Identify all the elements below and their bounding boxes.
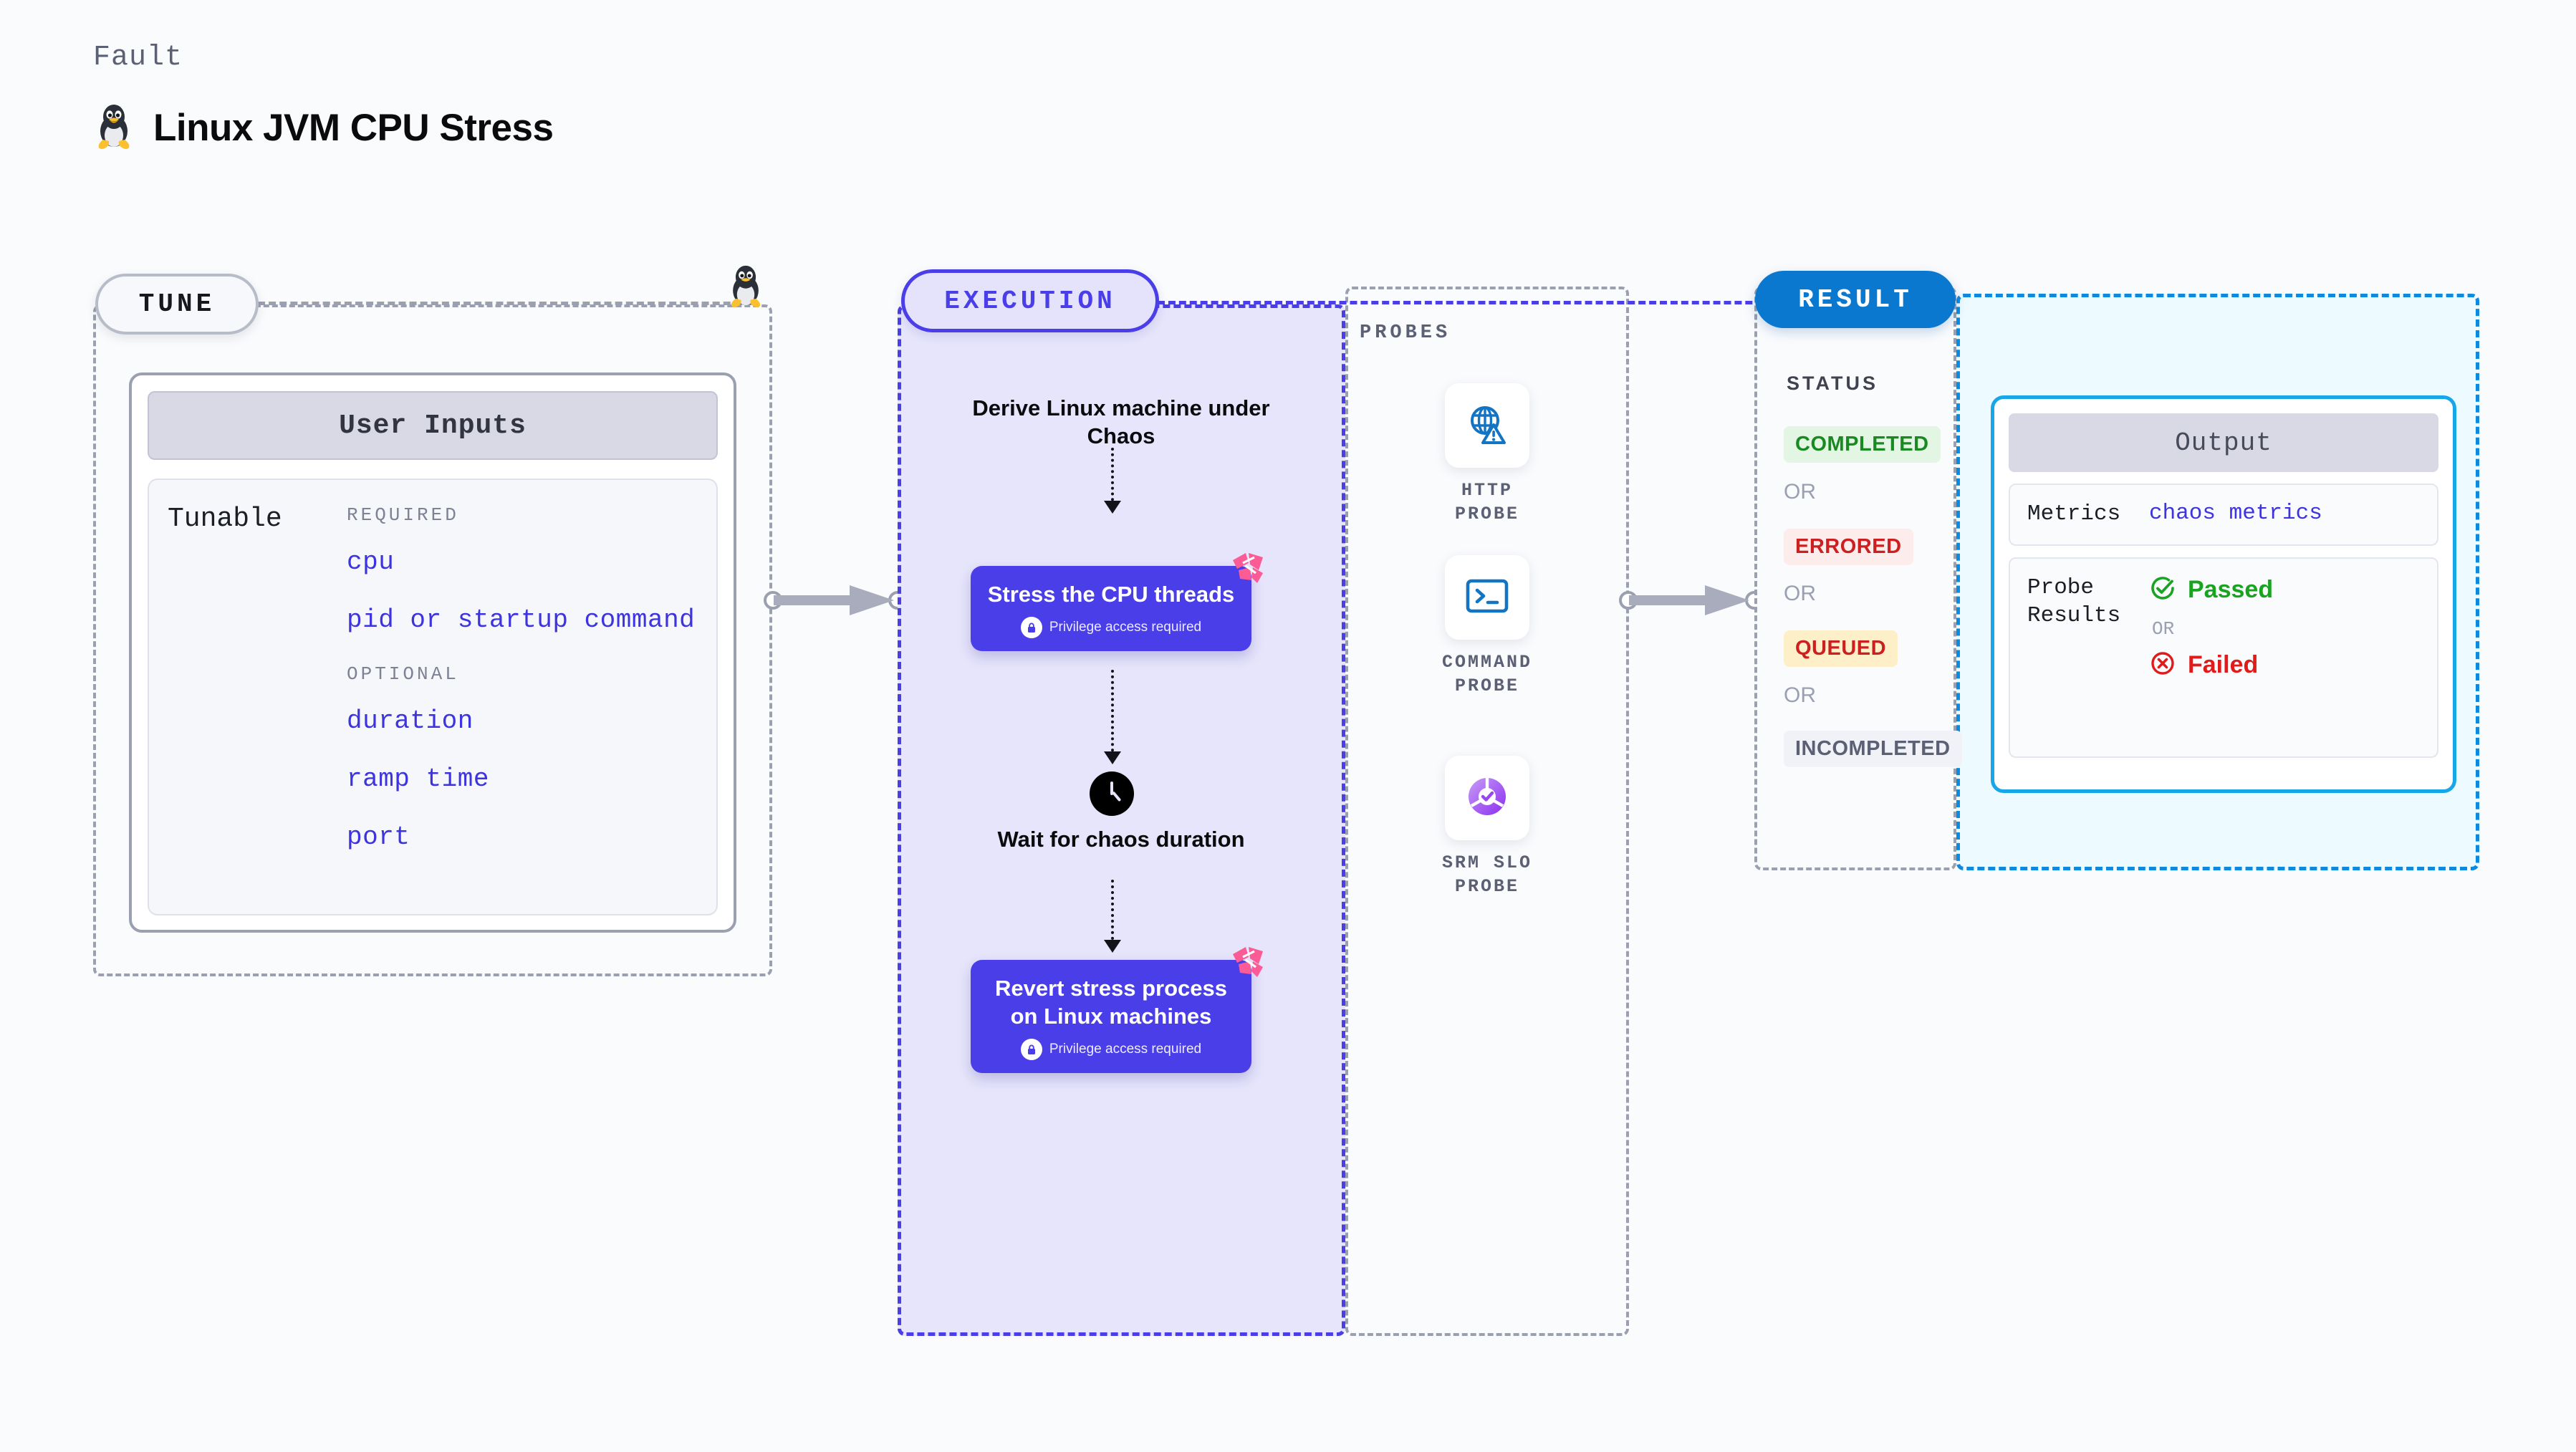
execution-dashed-connector <box>1158 301 1795 304</box>
tunable-item-cpu[interactable]: cpu <box>347 547 395 577</box>
privilege-text: Privilege access required <box>1049 620 1202 635</box>
tunable-item-duration[interactable]: duration <box>347 706 474 736</box>
status-badge-queued: QUEUED <box>1784 630 1898 667</box>
result-label[interactable]: RESULT <box>1755 271 1956 328</box>
flow-node-stress-cpu[interactable]: Stress the CPU threads Privilege access … <box>971 553 1263 652</box>
flow-arrow-1 <box>1104 448 1121 514</box>
probe-passed-label: Passed <box>2188 575 2274 603</box>
probe-srm-slo[interactable]: SRM SLO PROBE <box>1424 756 1550 898</box>
x-circle-icon <box>2149 650 2176 681</box>
output-card: Output Metrics chaos metrics Probe Resul… <box>1991 395 2456 793</box>
linux-penguin-icon <box>93 102 135 153</box>
output-metrics-value[interactable]: chaos metrics <box>2149 501 2322 526</box>
flow-step-wait-duration: Wait for chaos duration <box>997 827 1245 852</box>
probe-http[interactable]: HTTP PROBE <box>1424 383 1550 526</box>
tunable-label: Tunable <box>168 504 282 534</box>
probe-result-passed: Passed <box>2149 574 2273 605</box>
user-inputs-title: User Inputs <box>148 391 718 460</box>
status-or-3: OR <box>1784 683 1816 707</box>
output-probe-results-key: Probe Results <box>2027 574 2121 628</box>
probe-result-or: OR <box>2152 617 2175 640</box>
tunable-box: Tunable REQUIRED cpu pid or startup comm… <box>148 479 718 915</box>
flow-node-revert-stress[interactable]: Revert stress process on Linux machines … <box>971 947 1263 1074</box>
check-circle-icon <box>2149 574 2176 605</box>
globe-warning-icon <box>1464 401 1510 451</box>
status-badge-completed: COMPLETED <box>1784 426 1941 463</box>
output-metrics-key: Metrics <box>2027 501 2121 527</box>
probe-command[interactable]: COMMAND PROBE <box>1424 555 1550 698</box>
probes-title: PROBES <box>1360 322 1451 344</box>
clock-icon <box>1090 771 1134 816</box>
output-title: Output <box>2009 413 2438 472</box>
srm-slo-icon <box>1464 774 1510 823</box>
privilege-note: Privilege access required <box>984 1039 1239 1061</box>
connector-tune-to-execution <box>765 584 908 620</box>
privilege-text: Privilege access required <box>1049 1042 1202 1057</box>
probe-label: HTTP PROBE <box>1454 480 1519 524</box>
execution-label[interactable]: EXECUTION <box>901 269 1159 332</box>
tune-region <box>93 304 772 976</box>
page-header: Fault Linux JVM CPU Stress <box>93 42 554 153</box>
tunable-group-required-label: REQUIRED <box>347 504 459 526</box>
privilege-note: Privilege access required <box>984 617 1239 639</box>
probe-label: SRM SLO PROBE <box>1441 852 1533 897</box>
flow-arrow-3 <box>1104 880 1121 953</box>
tunable-item-port[interactable]: port <box>347 822 410 852</box>
title-row: Linux JVM CPU Stress <box>93 102 554 153</box>
flow-step-derive-machine: Derive Linux machine under Chaos <box>972 395 1270 449</box>
linux-penguin-icon <box>726 264 766 312</box>
fault-kicker: Fault <box>93 42 183 74</box>
output-metrics-row: Metrics chaos metrics <box>2009 484 2438 546</box>
user-inputs-card: User Inputs Tunable REQUIRED cpu pid or … <box>129 372 736 933</box>
chaos-corner-icon <box>1227 549 1267 592</box>
status-badge-incompleted: INCOMPLETED <box>1784 731 1962 767</box>
status-region <box>1754 287 1956 870</box>
probe-label: COMMAND PROBE <box>1441 652 1533 696</box>
tune-dashed-connector <box>258 302 752 305</box>
probe-results-values: Passed OR Failed <box>2149 574 2273 681</box>
output-probe-results-row: Probe Results Passed OR <box>2009 557 2438 758</box>
probe-card <box>1445 756 1529 840</box>
tunable-list: REQUIRED cpu pid or startup command OPTI… <box>347 504 698 890</box>
status-title: STATUS <box>1787 372 1878 394</box>
lock-icon <box>1020 1039 1042 1061</box>
tune-label[interactable]: TUNE <box>95 274 259 335</box>
probe-card <box>1445 383 1529 468</box>
probe-failed-label: Failed <box>2188 650 2259 678</box>
flow-node-title: Revert stress process on Linux machines <box>995 976 1227 1029</box>
chaos-corner-icon <box>1227 943 1267 986</box>
status-or-2: OR <box>1784 582 1816 605</box>
execution-region <box>898 304 1345 1336</box>
status-badge-errored: ERRORED <box>1784 529 1913 565</box>
tunable-item-ramp-time[interactable]: ramp time <box>347 764 489 794</box>
probe-card <box>1445 555 1529 640</box>
probe-result-failed: Failed <box>2149 650 2273 681</box>
flow-node-title: Stress the CPU threads <box>987 582 1235 607</box>
flow-arrow-2 <box>1104 670 1121 764</box>
lock-icon <box>1020 617 1042 639</box>
status-or-1: OR <box>1784 480 1816 504</box>
tunable-item-pid-or-startup-command[interactable]: pid or startup command <box>347 605 696 635</box>
tunable-group-optional-label: OPTIONAL <box>347 663 459 685</box>
page-title: Linux JVM CPU Stress <box>153 107 554 149</box>
connector-probes-to-result <box>1620 584 1764 620</box>
terminal-icon <box>1464 577 1510 619</box>
